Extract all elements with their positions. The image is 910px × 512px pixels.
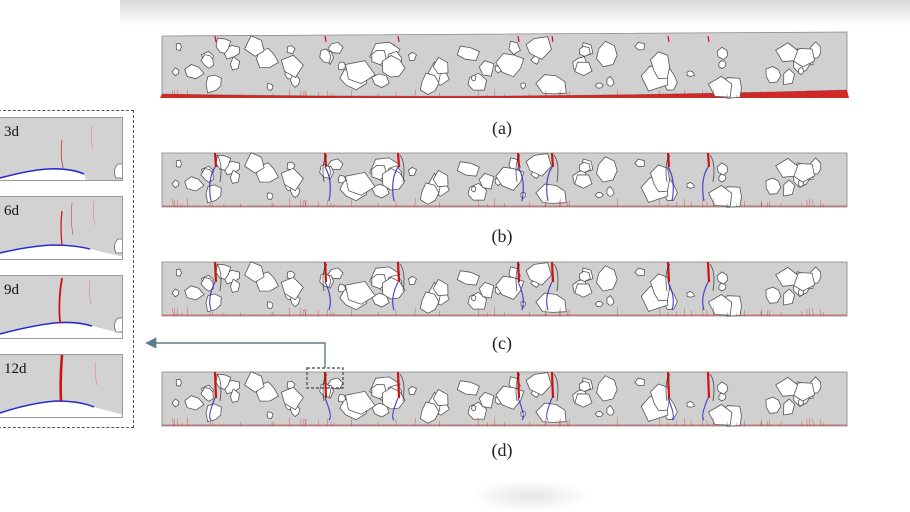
- inset-3d-drawing: [0, 125, 122, 180]
- inset-9d-drawing: [0, 277, 122, 338]
- beam-panel-b: [161, 152, 848, 208]
- inset-12d-drawing: [0, 355, 122, 417]
- inset-label-9d: 9d: [4, 282, 19, 298]
- inset-9d: 9d: [0, 275, 123, 339]
- beam-panel-a: [160, 31, 849, 99]
- inset-6d-drawing: [0, 200, 122, 259]
- panel-label-b: (b): [491, 226, 513, 246]
- inset-3d: 3d: [0, 117, 123, 181]
- panel-label-c: (c): [492, 333, 512, 353]
- bottom-shadow: [470, 480, 590, 512]
- beam-panel-c: [161, 261, 848, 317]
- panel-label-a: (a): [492, 118, 512, 138]
- inset-label-12d: 12d: [4, 361, 27, 377]
- inset-12d: 12d: [0, 354, 123, 418]
- beam-panel-d: [161, 371, 848, 427]
- inset-frame: 3d 6d 9d 12d: [0, 110, 134, 428]
- inset-label-3d: 3d: [4, 124, 19, 140]
- inset-6d: 6d: [0, 196, 123, 260]
- top-shadow: [120, 0, 910, 26]
- inset-label-6d: 6d: [4, 203, 19, 219]
- zoom-arrow: [145, 337, 326, 368]
- panel-label-d: (d): [491, 440, 513, 460]
